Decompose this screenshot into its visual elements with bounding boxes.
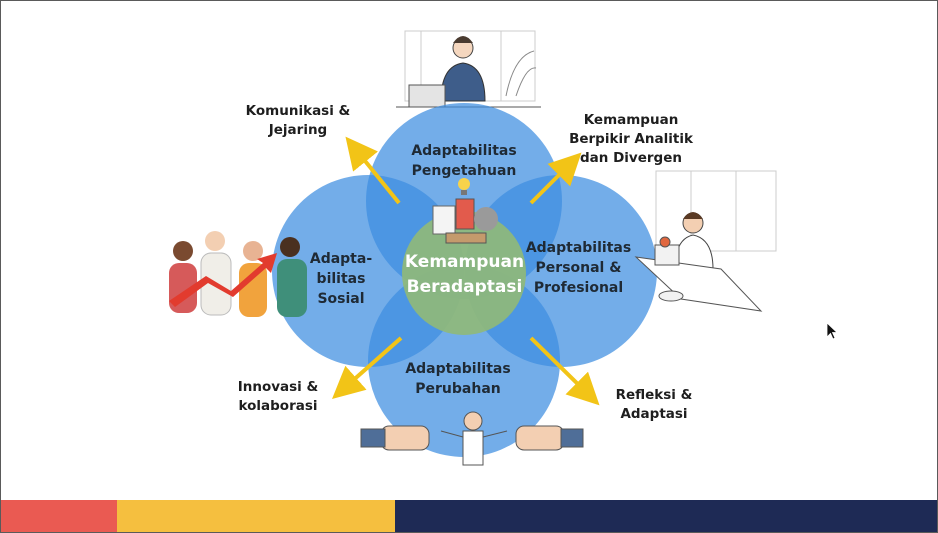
circle-label-pengetahuan: Adaptabilitas Pengetahuan	[411, 143, 517, 179]
outer-label-bottom-left: Innovasi & kolaborasi	[237, 379, 319, 414]
desk-worker-illustration	[634, 170, 777, 312]
outer-label-top-right: Kemampuan Berpikir Analitik dan Divergen	[569, 112, 693, 166]
circle-perubahan	[368, 265, 560, 457]
footer-bar-red	[1, 500, 117, 532]
arrows	[332, 136, 600, 406]
group-of-people-illustration	[169, 231, 307, 317]
circle-label-personal: Adaptabilitas Personal & Profesional	[525, 240, 632, 296]
arrow-top-left	[345, 136, 401, 205]
arrow-top-right	[529, 152, 582, 205]
books-illustration	[432, 198, 498, 244]
center-label: Kemampuan Beradaptasi	[404, 252, 525, 297]
lightbulb-icon	[458, 178, 470, 195]
circle-label-sosial: Adapta- bilitas Sosial	[309, 251, 373, 307]
venn-circles	[272, 103, 657, 457]
footer-bar-navy	[395, 500, 937, 532]
outer-label-bottom-right: Refleksi & Adaptasi	[615, 387, 693, 422]
circle-label-perubahan: Adaptabilitas Perubahan	[405, 361, 511, 397]
laptop-worker-illustration	[396, 30, 541, 108]
arrow-bottom-left	[332, 336, 403, 399]
mouse-cursor-icon	[826, 322, 839, 340]
outer-label-top-left: Komunikasi & Jejaring	[245, 103, 351, 138]
arrow-bottom-right	[529, 336, 600, 406]
footer-bar-yellow	[117, 500, 395, 532]
arms-wrestling-illustration	[360, 411, 584, 466]
center-circle	[402, 211, 526, 335]
